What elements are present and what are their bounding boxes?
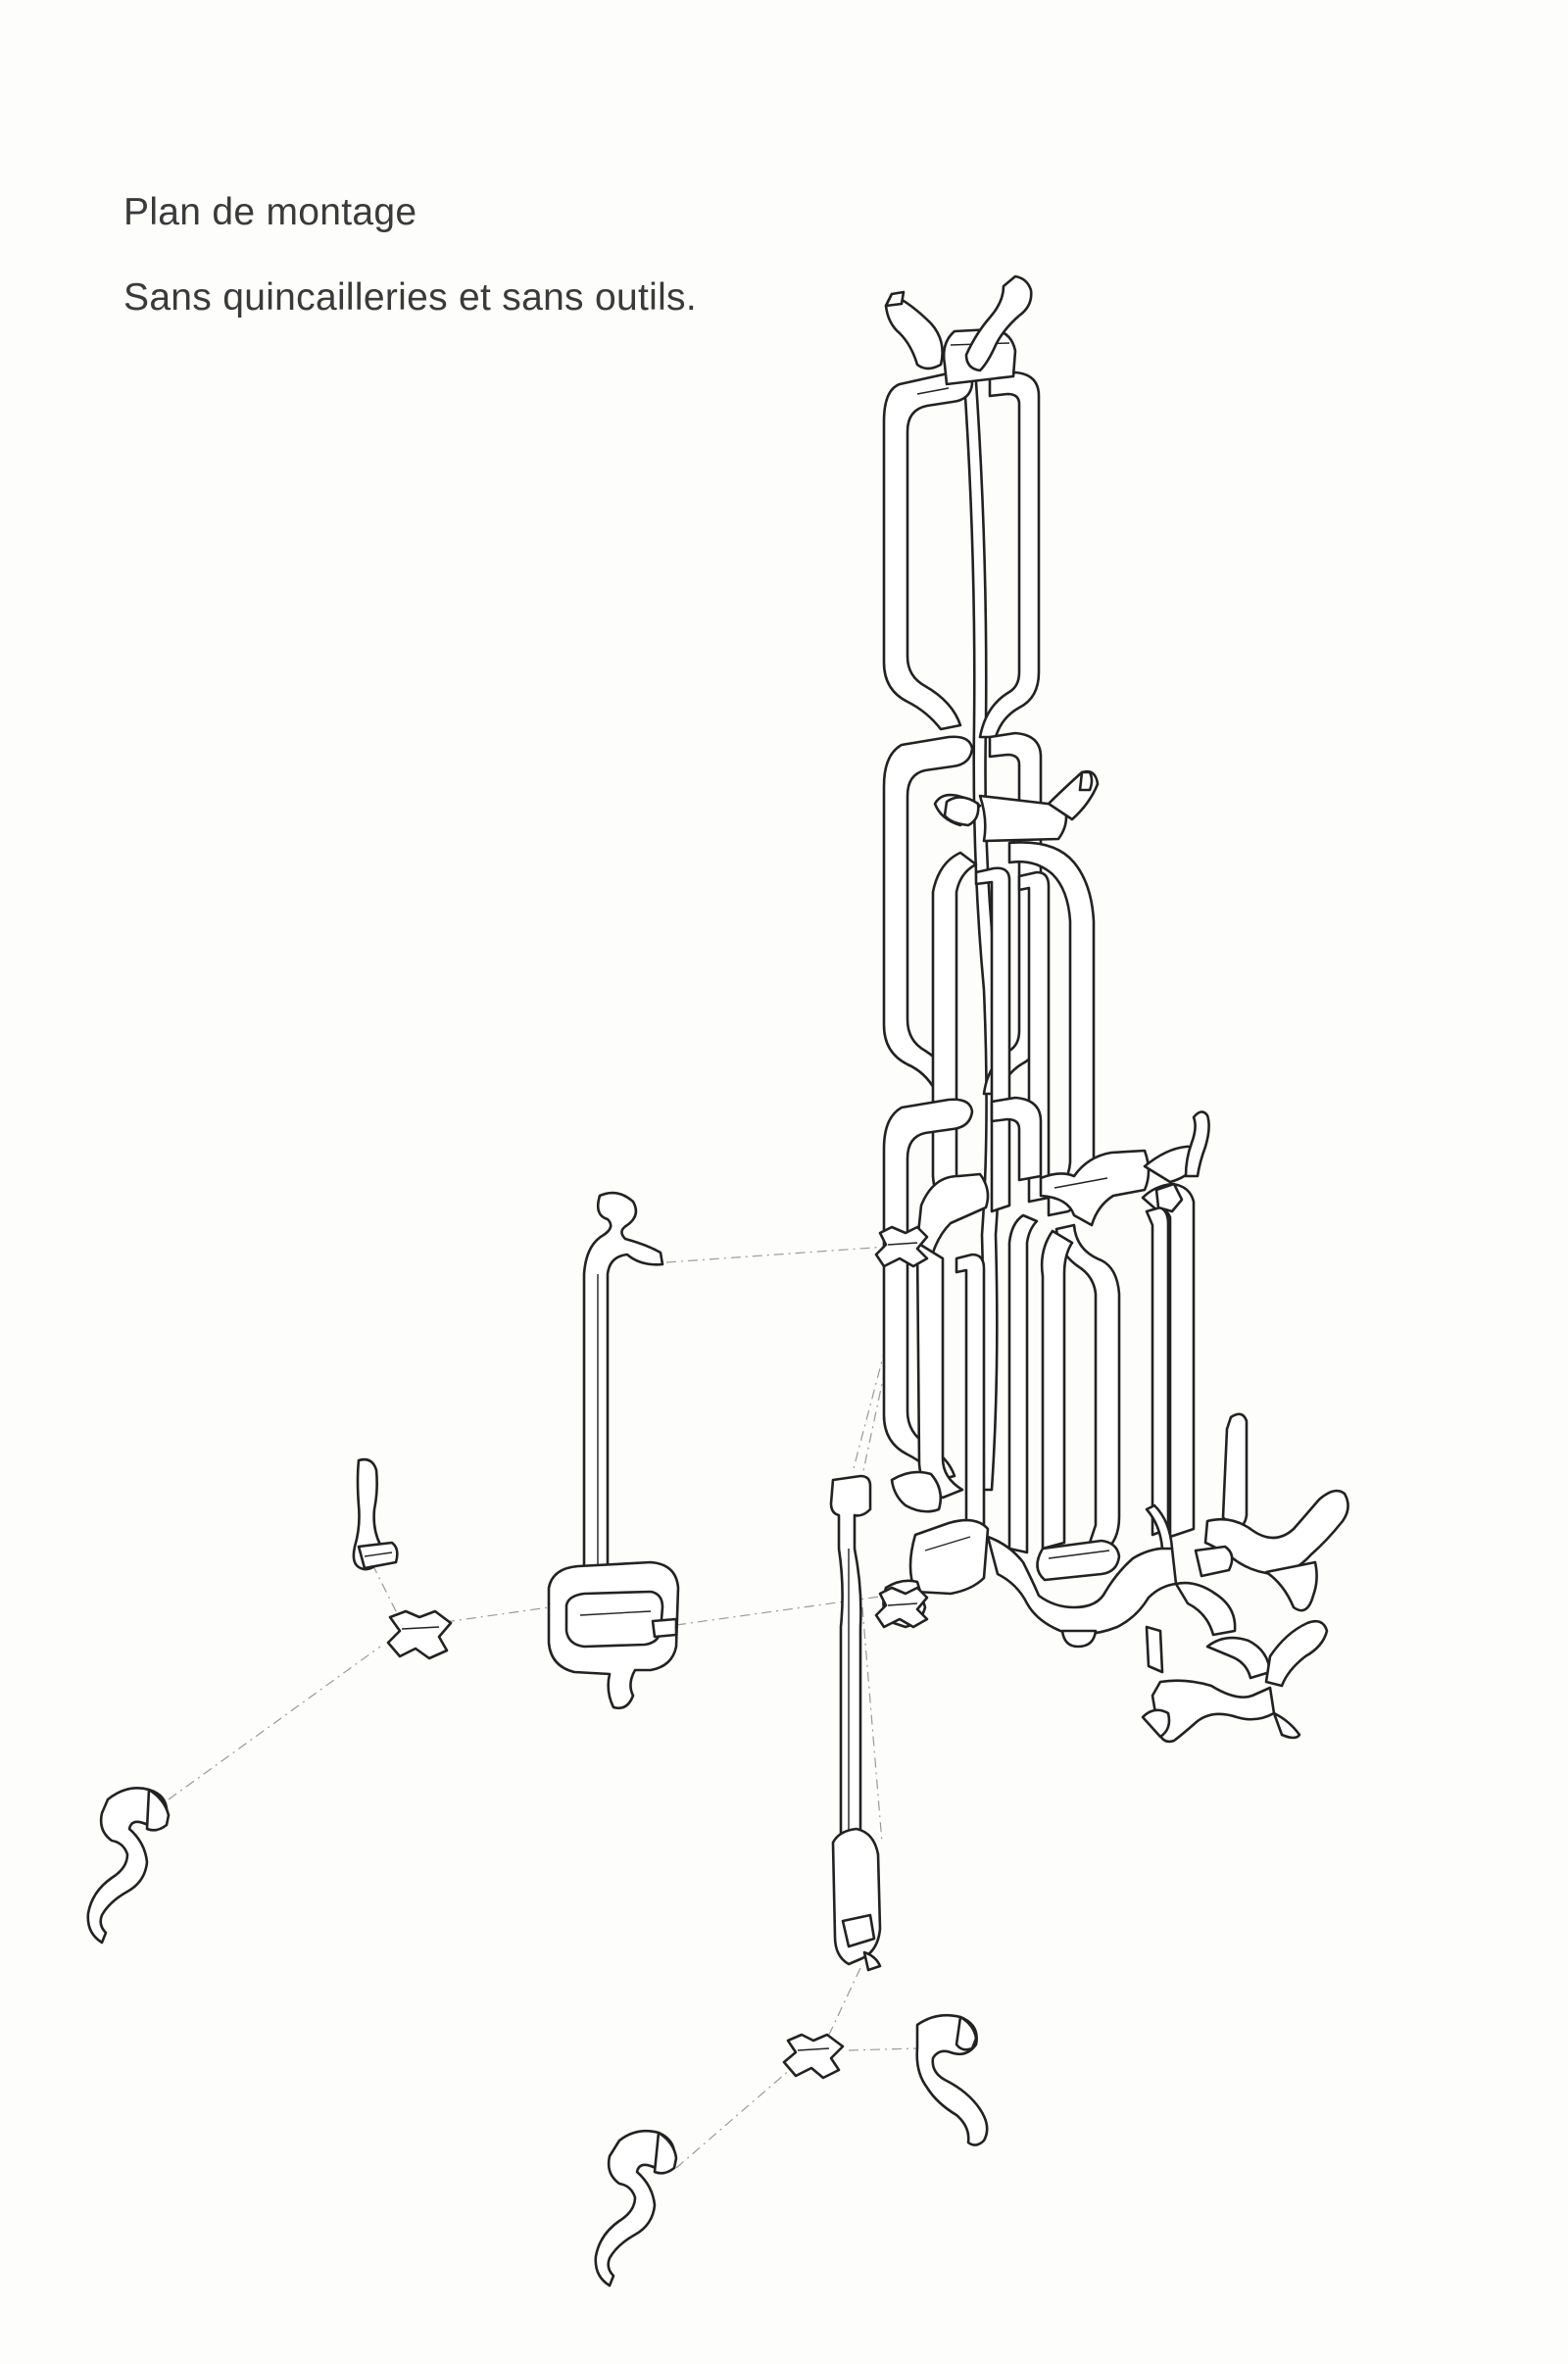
tower-base (882, 1470, 1178, 1649)
part-star-joints (386, 1609, 845, 2080)
tower-lower-frame (882, 1096, 1200, 1554)
page-subtitle: Sans quincailleries et sans outils. (123, 276, 697, 319)
part-small-hook (352, 1457, 399, 1571)
tower-star-joints (874, 1182, 1184, 1629)
part-upright-frame (547, 1191, 680, 1710)
assembly-guide-lines (168, 1246, 917, 2169)
tower-crowns (884, 274, 1210, 1178)
part-tall-post (829, 1474, 882, 1972)
tower-upper-frame (882, 327, 1041, 739)
part-s-hooks (86, 1787, 989, 2288)
tower-middle-frame (882, 731, 1100, 1217)
tower-feet-cluster (1141, 1412, 1349, 1744)
page-title: Plan de montage (123, 191, 417, 233)
